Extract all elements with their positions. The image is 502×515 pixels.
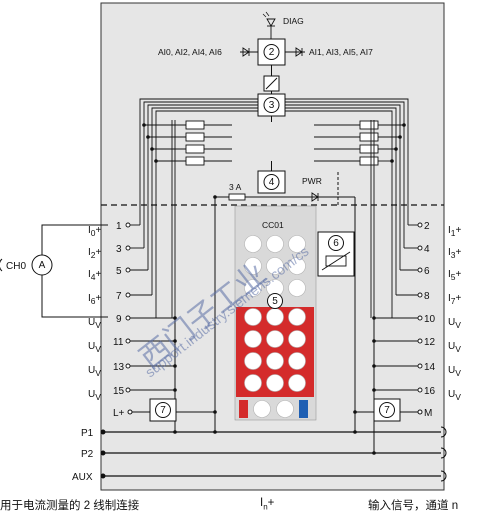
signal-uv: UV: [88, 389, 101, 402]
signal-uv: UV: [448, 365, 461, 378]
ai-even-label: AI0, AI2, AI4, AI6: [158, 47, 222, 57]
right-pin-terminals: [374, 222, 423, 393]
fuse-label: 3 A: [229, 182, 242, 192]
left-pin-numbers: 1 3 5 7 9 11 13 15: [113, 221, 125, 397]
terminal-contacts: [244, 235, 306, 418]
signal-uv: UV: [448, 341, 461, 354]
pwr-label: PWR: [302, 176, 322, 186]
resistor-array-left: [185, 120, 205, 166]
callout-6: 6: [333, 238, 339, 249]
footer-left-caption: 用于电流测量的 2 线制连接: [0, 500, 140, 512]
m-label: M: [424, 408, 432, 419]
signal-i2: I2+: [88, 247, 102, 260]
signal-uv: UV: [88, 317, 101, 330]
ai-odd-led-icon: [295, 47, 303, 57]
signal-i4: I4+: [88, 269, 102, 282]
pin-label: 10: [424, 314, 436, 325]
left-signal-names: I0+ I2+ I4+ I6+ UV UV UV UV: [88, 225, 102, 402]
diag-label: DIAG: [283, 16, 304, 26]
callout-5: 5: [272, 296, 278, 307]
footer-middle-caption: In+: [260, 497, 274, 511]
channel-label: CH0: [6, 261, 26, 272]
ai-even-led-icon: [242, 47, 250, 57]
ammeter-icon: [31, 254, 53, 276]
signal-uv: UV: [88, 341, 101, 354]
pin-label: 4: [424, 244, 430, 255]
lplus-label: L+: [113, 408, 125, 419]
pin-label: 1: [116, 221, 122, 232]
footer-middle-suffix: +: [267, 497, 275, 509]
bus-label-p2: P2: [81, 449, 94, 460]
backplane-buses: [103, 431, 441, 477]
signal-i6: I6+: [88, 293, 102, 306]
pin-label: 7: [116, 291, 122, 302]
pin-label: 15: [113, 386, 125, 397]
pwr-led-icon: [311, 192, 319, 202]
signal-uv: UV: [448, 317, 461, 330]
signal-i0: I0+: [88, 225, 102, 238]
thermistor-icon: [321, 251, 351, 271]
ammeter-label: A: [39, 260, 46, 271]
footer-right-caption: 输入信号，通道 n: [368, 500, 459, 512]
footer-middle-base: I: [260, 497, 264, 509]
pin-label: 2: [424, 221, 430, 232]
signal-i1: I1+: [448, 225, 462, 238]
callout-3: 3: [269, 100, 275, 111]
pin-label: 14: [424, 362, 436, 373]
footer-middle-sub: n: [263, 502, 268, 512]
signal-i3: I3+: [448, 247, 462, 260]
ai-odd-label: AI1, AI3, AI5, AI7: [309, 47, 373, 57]
signal-i5: I5+: [448, 269, 462, 282]
pin-label: 3: [116, 244, 122, 255]
callout-2: 2: [269, 47, 275, 58]
callout-7: 7: [384, 405, 390, 416]
signal-i7: I7+: [448, 293, 462, 306]
callout-7: 7: [160, 405, 166, 416]
right-signal-names: I1+ I3+ I5+ I7+ UV UV UV UV: [448, 225, 462, 402]
signal-uv: UV: [448, 389, 461, 402]
pin-label: 6: [424, 266, 430, 277]
bus-label-p1: P1: [81, 428, 94, 439]
fuse-icon: [228, 193, 246, 201]
pin-label: 16: [424, 386, 436, 397]
signal-uv: UV: [88, 365, 101, 378]
bus-label-aux: AUX: [72, 472, 93, 483]
signal-bus: [139, 98, 409, 318]
right-pin-numbers: 2 4 6 8 10 12 14 16: [424, 221, 436, 397]
diag-led-icon: [262, 11, 276, 39]
cc-label: CC01: [262, 220, 284, 230]
left-pin-terminals: [125, 222, 175, 393]
pin-label: 9: [116, 314, 122, 325]
pin-label: 5: [116, 266, 122, 277]
callout-4: 4: [269, 177, 275, 188]
pin-label: 11: [113, 337, 124, 348]
pin-label: 13: [113, 362, 125, 373]
pin-label: 12: [424, 337, 436, 348]
pin-label: 8: [424, 291, 430, 302]
resistor-array-right: [359, 120, 379, 166]
ammeter-circuit: [41, 224, 108, 318]
